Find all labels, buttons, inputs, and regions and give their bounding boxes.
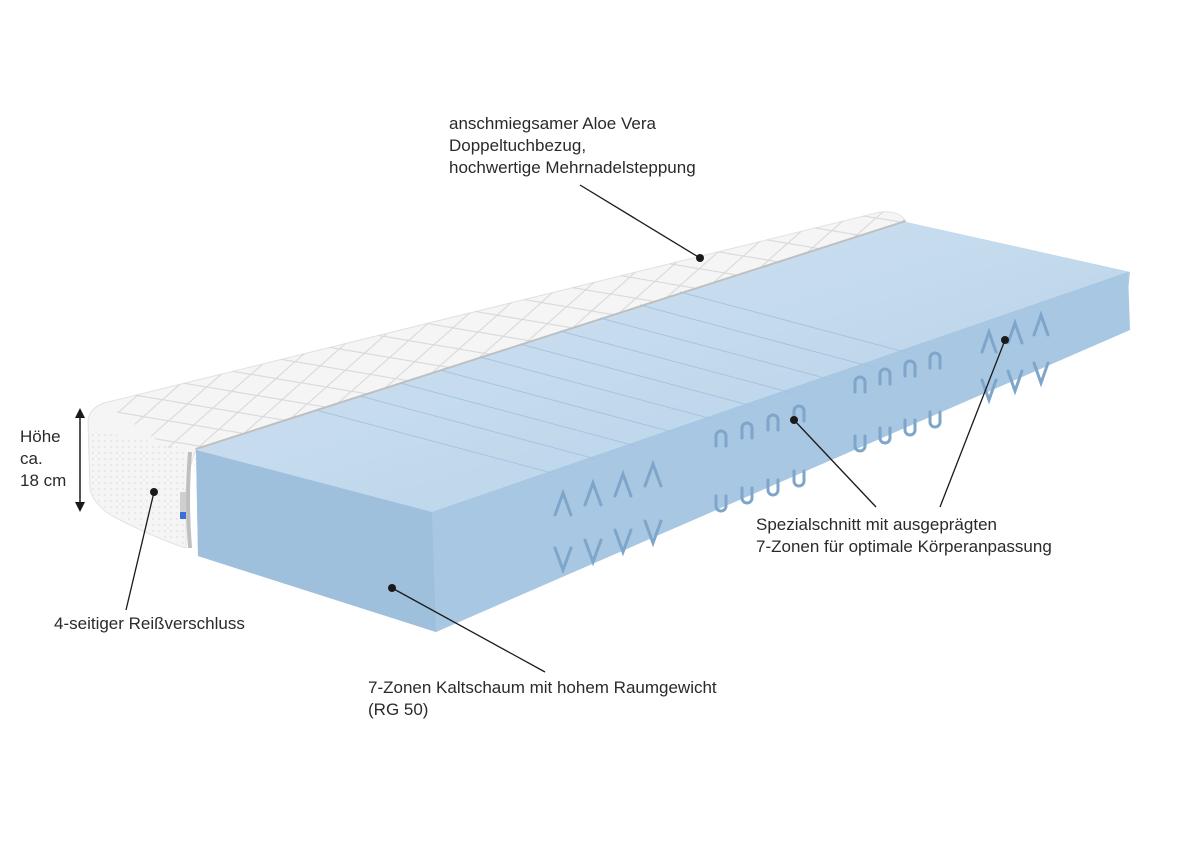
foam-leader-line bbox=[388, 584, 546, 673]
zipper-leader-line bbox=[125, 488, 158, 611]
zipper-tab-icon bbox=[180, 492, 186, 512]
zipper-annotation: 4-seitiger Reißverschluss bbox=[54, 614, 245, 633]
cut-leader-line-1 bbox=[790, 416, 877, 508]
foam-annotation: 7-Zonen Kaltschaum mit hohem Raumgewicht… bbox=[368, 678, 717, 719]
cover-annotation: anschmiegsamer Aloe Vera Doppeltuchbezug… bbox=[449, 114, 696, 177]
label-tag-icon bbox=[180, 512, 186, 519]
zone-cut-pattern bbox=[553, 310, 1050, 575]
height-annotation: Höhe ca. 18 cm bbox=[20, 427, 67, 490]
foam-core bbox=[196, 222, 1130, 632]
cover-leader-line bbox=[579, 184, 704, 262]
height-dimension-arrow bbox=[75, 408, 85, 512]
cut-annotation: Spezialschnitt mit ausgeprägten 7-Zonen … bbox=[756, 515, 1052, 556]
cut-leader-line-2 bbox=[939, 336, 1009, 508]
